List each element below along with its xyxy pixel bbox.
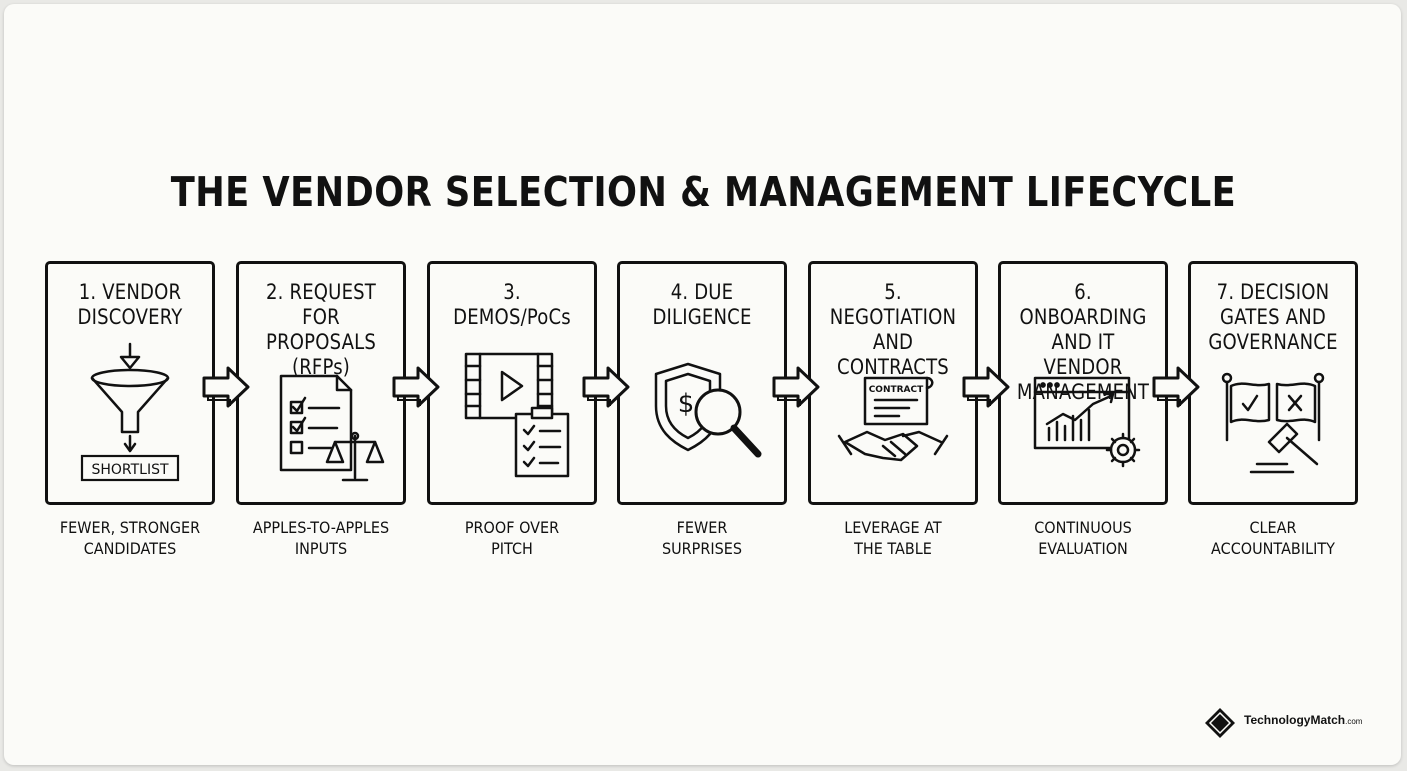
logo-text: TechnologyMatch.com [1244,713,1362,727]
step-caption: FEWER, STRONGER CANDIDATES [59,518,201,558]
video-clipboard-icon [464,352,570,478]
step-title: 4. DUE DILIGENCE [652,280,752,329]
funnel-icon: SHORTLIST [80,342,180,482]
page-title: THE VENDOR SELECTION & MANAGEMENT LIFECY… [170,168,1237,216]
step-title: 3. DEMOS/PoCs [453,280,571,329]
checklist-scales-icon [279,374,385,482]
step-caption: APPLES-TO-APPLES INPUTS [252,518,390,558]
step-caption: CONTINUOUS EVALUATION [1034,518,1132,558]
flow-arrow-icon [772,366,820,408]
logo-name: TechnologyMatch [1244,713,1346,727]
step-card-vendor-discovery: 1. VENDOR DISCOVERY SHORTLIST [45,261,215,505]
gates-gavel-icon [1221,372,1325,474]
contract-handshake-icon: CONTRACT [837,376,949,462]
step-title: 1. VENDOR DISCOVERY [77,280,183,329]
step-card-due-diligence: 4. DUE DILIGENCE $ [617,261,787,505]
step-title: 2. REQUEST FOR PROPOSALS (RFPs) [266,280,376,379]
step-caption: CLEAR ACCOUNTABILITY [1211,518,1335,558]
flow-arrow-icon [582,366,630,408]
diamond-logo-icon [1205,708,1235,738]
step-card-demos-pocs: 3. DEMOS/PoCs [427,261,597,505]
flow-arrow-icon [962,366,1010,408]
svg-text:$: $ [678,389,695,419]
flow-arrow-icon [202,366,250,408]
step-title: 7. DECISION GATES AND GOVERNANCE [1208,280,1338,354]
step-card-governance: 7. DECISION GATES AND GOVERNANCE [1188,261,1358,505]
contract-label: CONTRACT [869,385,924,395]
step-caption: PROOF OVER PITCH [464,518,560,558]
shortlist-label: SHORTLIST [91,462,169,478]
flow-arrow-icon [392,366,440,408]
step-caption: LEVERAGE AT THE TABLE [844,518,942,558]
step-card-negotiation: 5. NEGOTIATION AND CONTRACTS CONTRACT [808,261,978,505]
step-title: 6. ONBOARDING AND IT VENDOR MANAGEMENT [1016,280,1150,404]
step-title: 5. NEGOTIATION AND CONTRACTS [829,280,957,379]
dashboard-gear-icon [1033,376,1141,468]
step-card-onboarding: 6. ONBOARDING AND IT VENDOR MANAGEMENT [998,261,1168,505]
logo-suffix: .com [1345,717,1363,726]
flow-arrow-icon [1152,366,1200,408]
shield-magnifier-icon: $ [654,362,762,458]
step-caption: FEWER SURPRISES [661,518,742,558]
step-card-rfps: 2. REQUEST FOR PROPOSALS (RFPs) [236,261,406,505]
